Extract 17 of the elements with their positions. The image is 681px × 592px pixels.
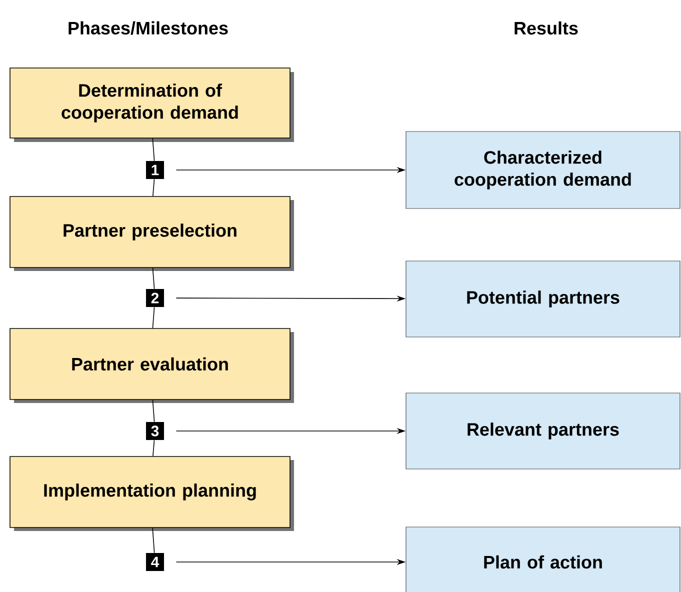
column-heading: Results bbox=[514, 21, 578, 35]
connector-line bbox=[152, 440, 155, 456]
connector-line bbox=[152, 400, 155, 422]
phase-box: Implementation planning bbox=[10, 456, 294, 531]
result-box: Relevant partners bbox=[406, 392, 680, 470]
connector-line bbox=[152, 528, 155, 554]
phase-box: Partner evaluation bbox=[10, 328, 294, 403]
connector-line bbox=[152, 138, 155, 162]
phase-box: Determination of cooperation demand bbox=[10, 68, 294, 142]
connector-line bbox=[152, 178, 155, 196]
phase-box: Partner preselection bbox=[10, 196, 294, 271]
column-heading: Phases/Milestones bbox=[68, 21, 228, 35]
connector-line bbox=[152, 268, 155, 290]
result-box: Characterized cooperation demand bbox=[406, 131, 680, 209]
connector-line bbox=[152, 306, 155, 328]
result-box: Potential partners bbox=[406, 260, 680, 338]
result-box: Plan of action bbox=[406, 526, 680, 592]
